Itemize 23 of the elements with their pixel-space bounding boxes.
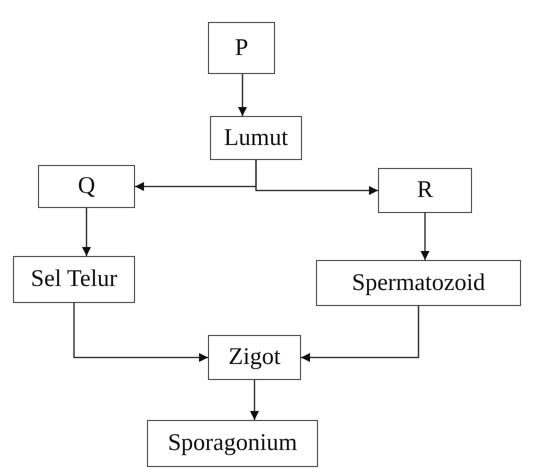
node-label: Zigot [228, 344, 280, 371]
arrow [238, 74, 247, 116]
arrow [420, 213, 430, 260]
arrow [255, 160, 378, 195]
node-label: Sel Telur [30, 266, 118, 293]
process-box [316, 260, 521, 306]
arrow [301, 306, 420, 362]
process-box [210, 116, 302, 160]
process-box [378, 168, 472, 213]
arrow [82, 208, 91, 256]
process-box [38, 165, 135, 208]
node-label: Sporagonium [168, 430, 298, 457]
process-box [208, 335, 301, 380]
node-label: R [416, 177, 433, 204]
node-label: Q [78, 173, 96, 200]
node-label: Spermatozoid [352, 270, 486, 296]
process-box [208, 22, 275, 74]
process-box [13, 256, 135, 303]
arrow [250, 380, 259, 420]
process-box [147, 420, 318, 467]
arrow [73, 303, 208, 362]
node-label: Lumut [224, 124, 288, 152]
node-label: P [234, 34, 248, 62]
